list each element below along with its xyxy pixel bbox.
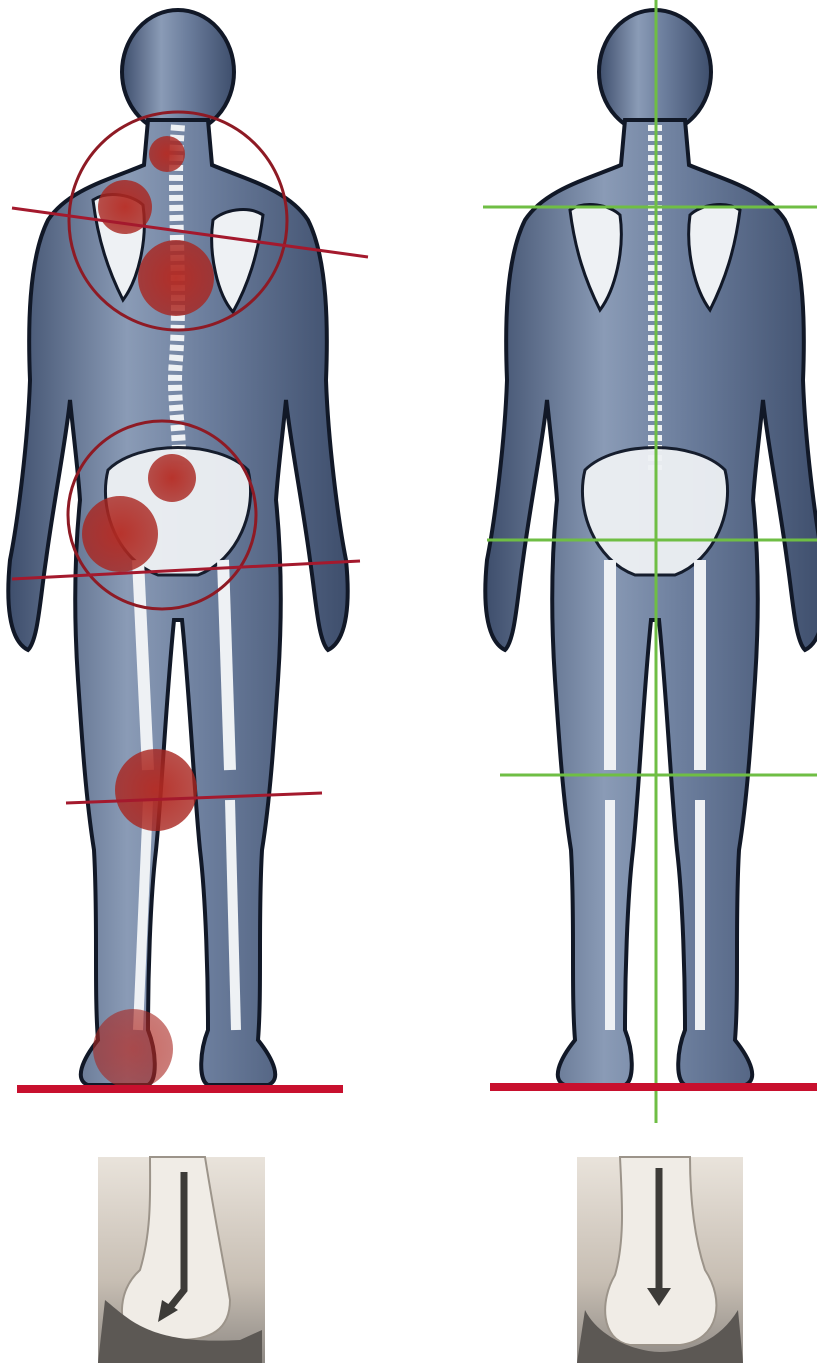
pain-neck	[149, 136, 185, 172]
pain-left-knee	[115, 749, 197, 831]
pain-left-ankle	[93, 1009, 173, 1089]
pain-mid-back	[138, 240, 214, 316]
inset-overpronated-heel	[98, 1157, 265, 1363]
inset-neutral-heel	[577, 1157, 743, 1363]
aligned-figure	[485, 10, 817, 1085]
misaligned-figure	[8, 10, 347, 1085]
pain-lower-back	[148, 454, 196, 502]
pain-left-hip	[82, 496, 158, 572]
